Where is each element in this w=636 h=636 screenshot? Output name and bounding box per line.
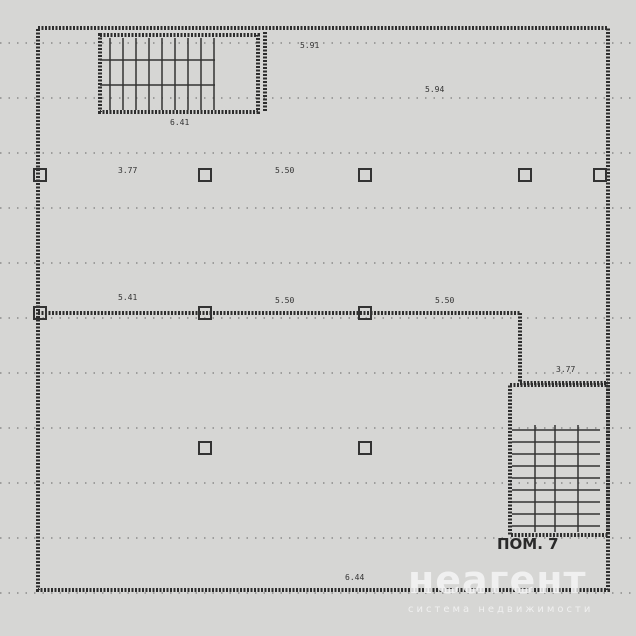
columns [33, 168, 607, 455]
dimension-labels: 5.91 6.41 5.50 3.77 5.94 5.41 5.50 5.50 6.44 3.77 [118, 41, 575, 582]
column [358, 168, 372, 182]
stairs [100, 38, 600, 532]
watermark-logo: неагент [408, 558, 587, 602]
column [518, 168, 532, 182]
column [33, 306, 47, 320]
dimension-label: 5.50 [275, 296, 294, 305]
column [198, 441, 212, 455]
notch-wall [518, 313, 608, 385]
column [358, 306, 372, 320]
column [198, 168, 212, 182]
dimension-label: 3.77 [556, 365, 575, 374]
column [593, 168, 607, 182]
dimension-label: 6.44 [345, 573, 364, 582]
column [198, 306, 212, 320]
dimension-label: 6.41 [170, 118, 189, 127]
dimension-label: 5.50 [435, 296, 454, 305]
dimension-label: 5.91 [300, 41, 319, 50]
dimension-label: 5.41 [118, 293, 137, 302]
column [358, 441, 372, 455]
dimension-label: 3.77 [118, 166, 137, 175]
room-label: ПОМ. 7 [497, 535, 559, 553]
stair-box-bottom [508, 383, 610, 537]
dimension-label: 5.50 [275, 166, 294, 175]
walls [36, 26, 610, 592]
watermark-tagline: система недвижимости [408, 604, 594, 615]
column [33, 168, 47, 182]
stair-box-top [98, 33, 260, 114]
notebook-lines [0, 42, 636, 594]
dimension-label: 5.94 [425, 85, 444, 94]
outer-wall [36, 26, 610, 592]
